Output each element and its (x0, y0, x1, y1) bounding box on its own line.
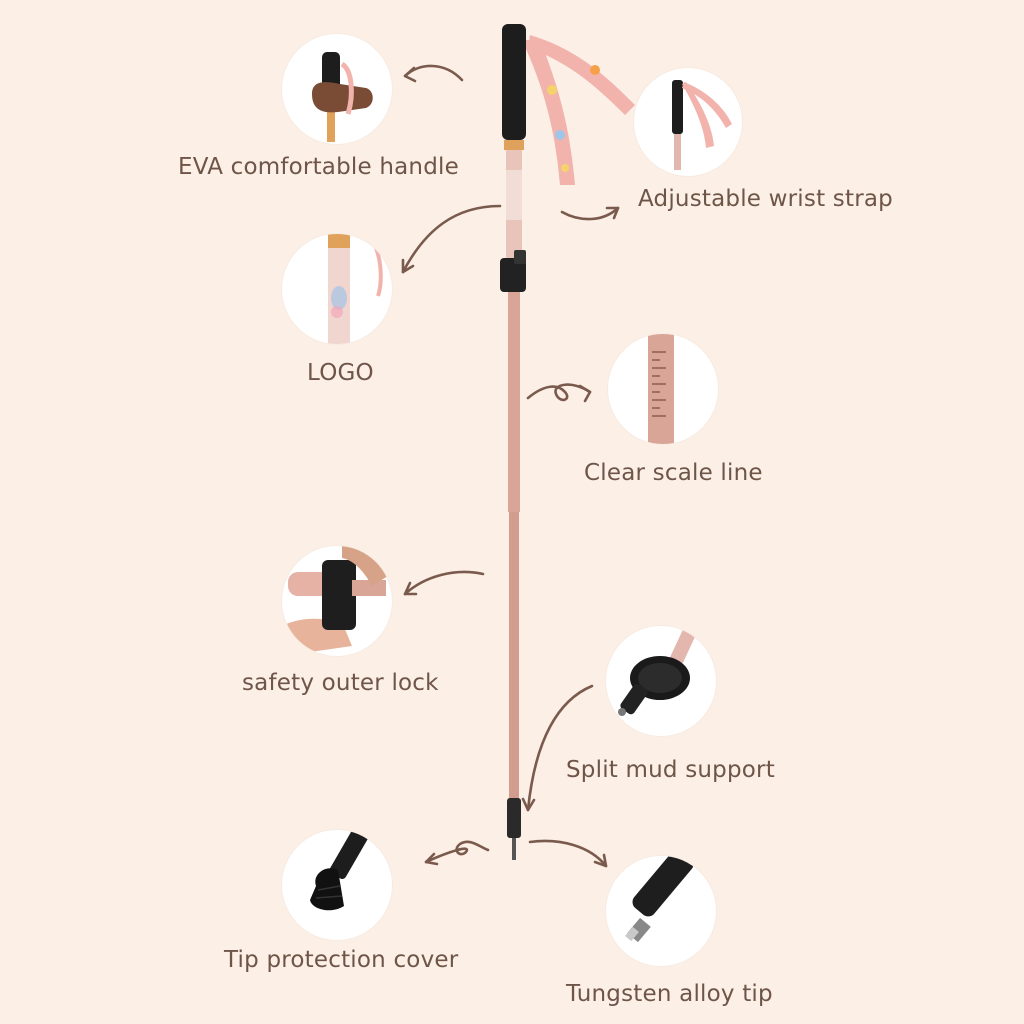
mud-basket-icon (618, 626, 698, 716)
tip-cover-detail-circle (282, 830, 392, 940)
arrow-lock (403, 570, 485, 596)
tungsten-tip-detail-circle (606, 856, 716, 966)
label-logo: LOGO (307, 360, 374, 386)
mud-support-detail-circle (606, 626, 716, 736)
arrow-scale (526, 383, 592, 403)
arrow-handle (403, 64, 464, 83)
scale-detail-circle (608, 334, 718, 444)
label-tip: Tungsten alloy tip (566, 981, 773, 1007)
label-cover: Tip protection cover (224, 947, 459, 973)
label-handle: EVA comfortable handle (178, 154, 459, 180)
arrow-cover (424, 840, 490, 866)
arrow-mud (521, 684, 594, 812)
logo-detail-circle (282, 234, 392, 344)
logo-icon (328, 234, 383, 344)
arrow-tip (528, 839, 608, 868)
label-strap: Adjustable wrist strap (638, 186, 893, 212)
lock-icon (282, 546, 388, 656)
scale-icon (648, 334, 674, 444)
lock-detail-circle (282, 546, 392, 656)
arrow-logo (401, 204, 502, 274)
label-lock: safety outer lock (242, 670, 439, 696)
tungsten-tip-icon (625, 856, 694, 943)
label-scale: Clear scale line (584, 460, 763, 486)
arrow-strap (560, 206, 620, 221)
handle-detail-circle (282, 34, 392, 144)
tip-cover-icon (310, 830, 373, 911)
handle-icon (312, 52, 373, 142)
strap-detail-circle (634, 68, 742, 176)
label-mud: Split mud support (566, 757, 775, 783)
strap-icon (672, 80, 732, 170)
